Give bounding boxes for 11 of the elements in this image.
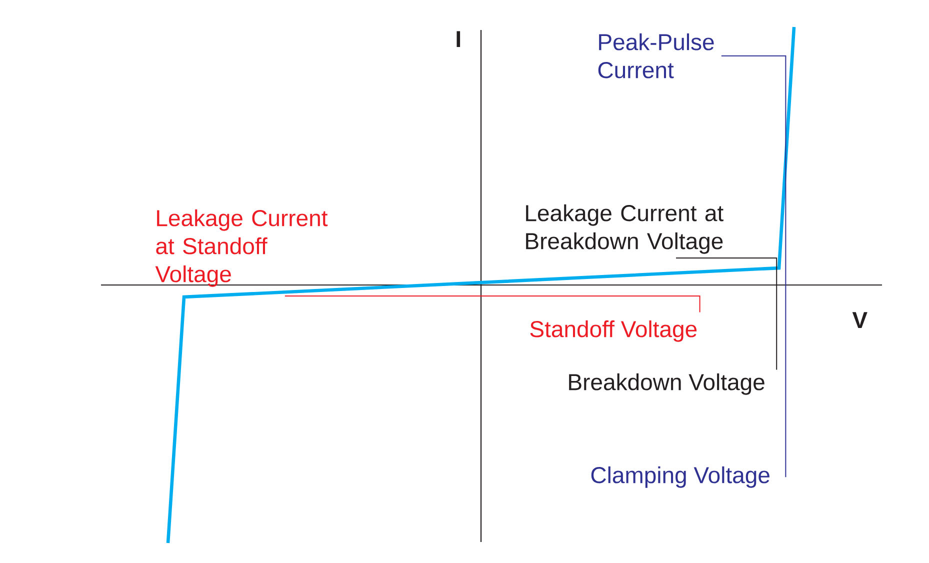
axis-label: V bbox=[852, 312, 868, 328]
callout-text: Standoff Voltage bbox=[530, 320, 697, 342]
callout-text: Breakdown Voltage bbox=[569, 373, 764, 395]
callout-text: Peak-Pulse Current bbox=[598, 33, 714, 78]
callout-text: Leakage Current at Standoff Voltage bbox=[155, 209, 328, 287]
callout-text: Leakage Current at Breakdown Voltage bbox=[526, 204, 724, 254]
leader-line bbox=[676, 258, 778, 370]
leader-line bbox=[284, 296, 700, 313]
axis-label: I bbox=[456, 31, 460, 47]
leader-line bbox=[720, 55, 786, 478]
callout-text: Clamping Voltage bbox=[591, 466, 770, 488]
